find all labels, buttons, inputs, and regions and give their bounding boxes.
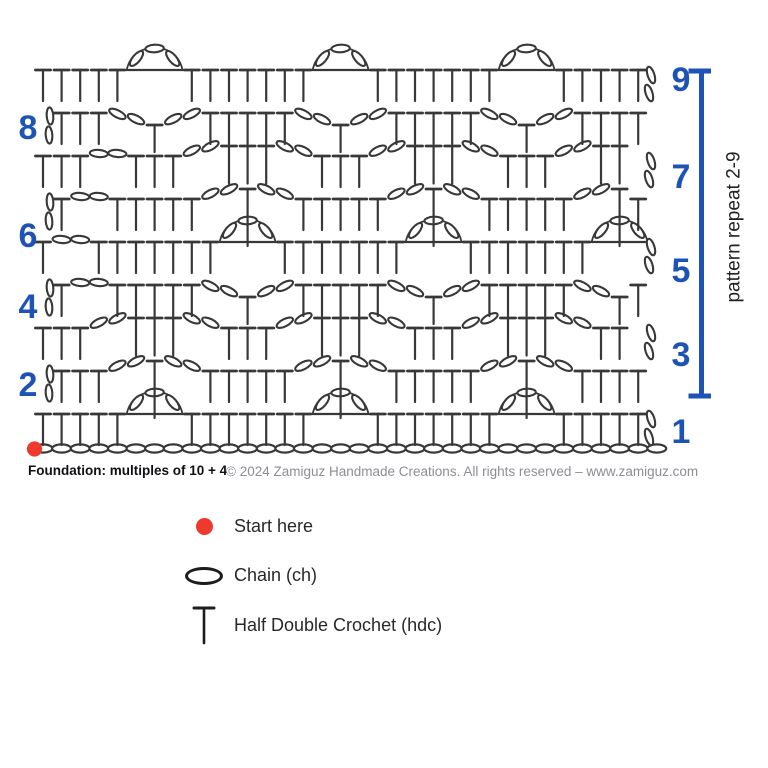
row-number-2: 2 (19, 366, 38, 404)
row-number-4: 4 (19, 288, 38, 326)
stitch-row-2 (44, 355, 648, 420)
hdc-icon (192, 606, 216, 645)
row-number-6: 6 (19, 217, 38, 255)
legend-item-hdc: Half Double Crochet (hdc) (180, 604, 442, 646)
stitch-row-3 (34, 312, 657, 361)
legend-label-start: Start here (234, 516, 314, 536)
start-dot-icon (195, 518, 213, 535)
stitch-row-7 (34, 140, 657, 189)
stitch-row-8 (44, 106, 648, 154)
row-number-1: 1 (672, 413, 691, 451)
repeat-label: pattern repeat 2-9 (724, 151, 745, 302)
foundation-chain (32, 443, 668, 454)
stitch-row-5 (34, 215, 657, 275)
foundation-note: Foundation: multiples of 10 + 4 (28, 463, 228, 478)
legend-label-chain: Chain (ch) (234, 565, 318, 585)
repeat-bracket (688, 68, 711, 399)
legend-label-hdc: Half Double Crochet (hdc) (234, 614, 443, 635)
legend-item-chain: Chain (ch) (180, 565, 317, 586)
start-dot (26, 441, 43, 457)
chain-icon (185, 566, 223, 585)
row-number-3: 3 (672, 336, 691, 374)
stitch-row-4 (44, 277, 648, 326)
stitch-row-1 (34, 387, 657, 447)
row-number-7: 7 (672, 158, 691, 196)
stitch-row-9 (34, 43, 657, 103)
copyright-text: © 2024 Zamiguz Handmade Creations. All r… (226, 464, 699, 479)
row-number-5: 5 (672, 252, 691, 290)
legend-item-start: Start here (180, 516, 313, 537)
row-number-9: 9 (672, 61, 691, 99)
stitch-row-6 (44, 183, 648, 248)
row-number-8: 8 (19, 109, 38, 147)
